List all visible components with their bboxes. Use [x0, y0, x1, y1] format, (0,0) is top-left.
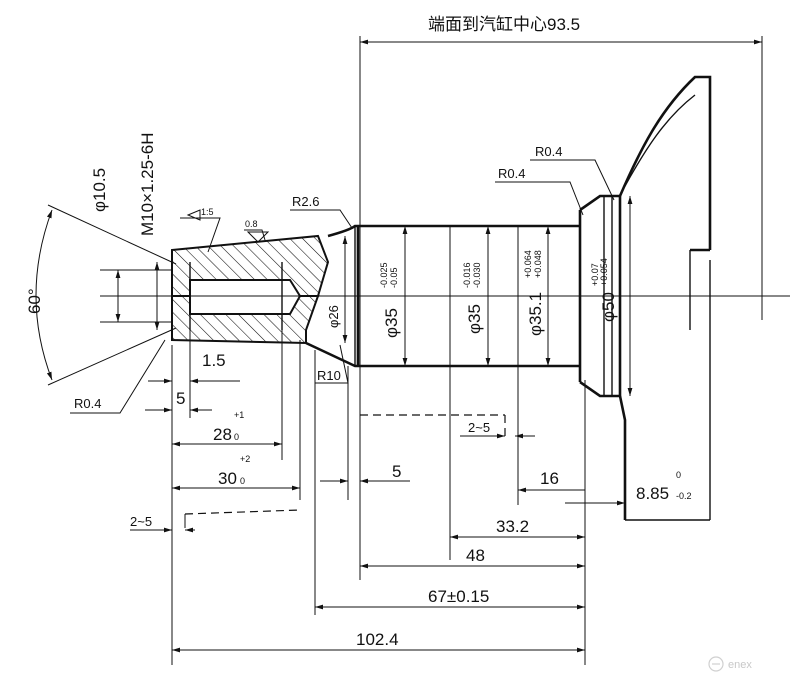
l5-left-label: 5 [176, 389, 185, 408]
r10-label: R10 [317, 368, 341, 383]
svg-text:-0.016: -0.016 [462, 262, 472, 288]
l102_4-label: 102.4 [356, 630, 399, 649]
svg-text:φ35: φ35 [382, 308, 401, 338]
svg-text:φ35.1: φ35.1 [526, 292, 545, 336]
shaft-outline [305, 194, 622, 398]
svg-text:30: 30 [218, 469, 237, 488]
svg-text:-0.025: -0.025 [379, 262, 389, 288]
watermark-logo: enex [708, 656, 752, 672]
l48-label: 48 [466, 546, 485, 565]
svg-text:8.85: 8.85 [636, 484, 669, 503]
d35-b-label: φ35 -0.016 -0.030 [462, 262, 484, 334]
svg-text:enex: enex [728, 659, 752, 671]
d26-label: φ26 [326, 305, 341, 328]
l1_5-label: 1.5 [202, 351, 226, 370]
svg-text:+0.07: +0.07 [590, 263, 600, 286]
leader-lines [70, 159, 615, 414]
svg-text:0: 0 [240, 476, 245, 486]
l30-label: 30 +2 0 [218, 454, 250, 488]
l28-label: 28 +1 0 [213, 410, 244, 444]
title: 端面到汽缸中心93.5 [428, 14, 580, 34]
d35-1-label: φ35.1 +0.064 +0.048 [523, 250, 545, 336]
l16-label: 16 [540, 469, 559, 488]
taper-label: 1:5 [201, 207, 214, 217]
l2_5-mid-label: 2~5 [468, 420, 490, 435]
d35-a-label: φ35 -0.025 -0.05 [379, 262, 401, 338]
svg-text:0: 0 [234, 432, 239, 442]
svg-text:φ50: φ50 [599, 292, 618, 322]
svg-text:+0.048: +0.048 [533, 250, 543, 278]
svg-text:+1: +1 [234, 410, 244, 420]
dimension-lines [35, 39, 762, 653]
svg-text:+0.054: +0.054 [599, 258, 609, 286]
svg-text:φ35: φ35 [465, 304, 484, 334]
roughness-label: 0.8 [245, 219, 258, 229]
l2_5-left-label: 2~5 [130, 514, 152, 529]
svg-text:-0.05: -0.05 [389, 267, 399, 288]
svg-text:-0.2: -0.2 [676, 491, 692, 501]
extension-lines [171, 36, 763, 665]
angle-label: 60° [25, 288, 44, 314]
svg-text:-0.030: -0.030 [472, 262, 482, 288]
thread-label: M10×1.25-6H [138, 133, 157, 236]
svg-text:+2: +2 [240, 454, 250, 464]
svg-text:28: 28 [213, 425, 232, 444]
r04-top-label: R0.4 [535, 144, 562, 159]
l5-mid-label: 5 [392, 462, 401, 481]
r04-left-label: R0.4 [74, 396, 101, 411]
phi10_5-label: φ10.5 [90, 168, 109, 212]
svg-text:+0.064: +0.064 [523, 250, 533, 278]
svg-text:0: 0 [676, 470, 681, 480]
r04-mid-label: R0.4 [498, 166, 525, 181]
end-section [171, 234, 330, 345]
r26-label: R2.6 [292, 194, 319, 209]
l33_2-label: 33.2 [496, 517, 529, 536]
d50-label: φ50 +0.07 +0.054 [590, 258, 618, 322]
flange [618, 75, 712, 521]
l67-label: 67±0.15 [428, 587, 489, 606]
l8_85-label: 8.85 0 -0.2 [636, 470, 692, 503]
